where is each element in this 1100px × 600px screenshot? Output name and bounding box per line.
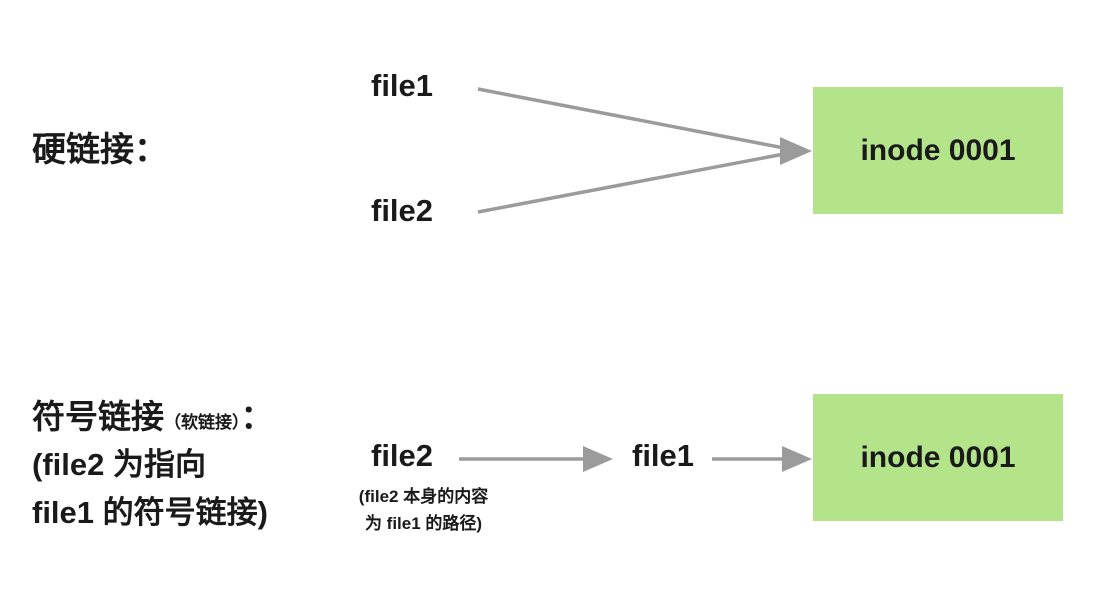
symlink-section-label-colon: ： [240, 398, 274, 435]
symlink-file2-to-file1-arrowhead-icon [583, 446, 613, 472]
hardlink-arrowhead-icon [780, 137, 812, 165]
symlink-section-label-main: 符号链接 [32, 398, 164, 435]
hardlink-file1-label: file1 [371, 68, 434, 103]
hardlink-inode-box: inode 0001 [813, 87, 1063, 214]
symlink-file1-to-inode-arrowhead-icon [782, 446, 812, 472]
symlink-section-label-paren: （软链接） [164, 413, 241, 432]
hardlink-file1-arrow-line [477, 87, 785, 150]
symlink-file2-note-line2: 为 file1 的路径) [364, 514, 483, 533]
hardlink-file2-label: file2 [371, 193, 434, 228]
symlink-inode-box: inode 0001 [813, 394, 1063, 521]
symlink-file2-note: (file2 本身的内容 为 file1 的路径) [326, 483, 521, 537]
symlink-file1-label: file1 [632, 438, 695, 473]
symlink-section-label-line3: file1 的符号链接) [32, 495, 268, 530]
symlink-inode-label: inode 0001 [860, 440, 1016, 474]
symlink-section-label-line2: (file2 为指向 [32, 447, 206, 482]
hardlink-file2-arrow-line [477, 152, 785, 214]
symlink-file2-note-line1: (file2 本身的内容 [358, 487, 489, 506]
hardlink-section-label: 硬链接： [32, 131, 168, 169]
symlink-file2-label: file2 [371, 438, 434, 473]
symlink-section-label: 符号链接（软链接）： [32, 398, 274, 436]
hardlink-inode-label: inode 0001 [860, 133, 1016, 167]
